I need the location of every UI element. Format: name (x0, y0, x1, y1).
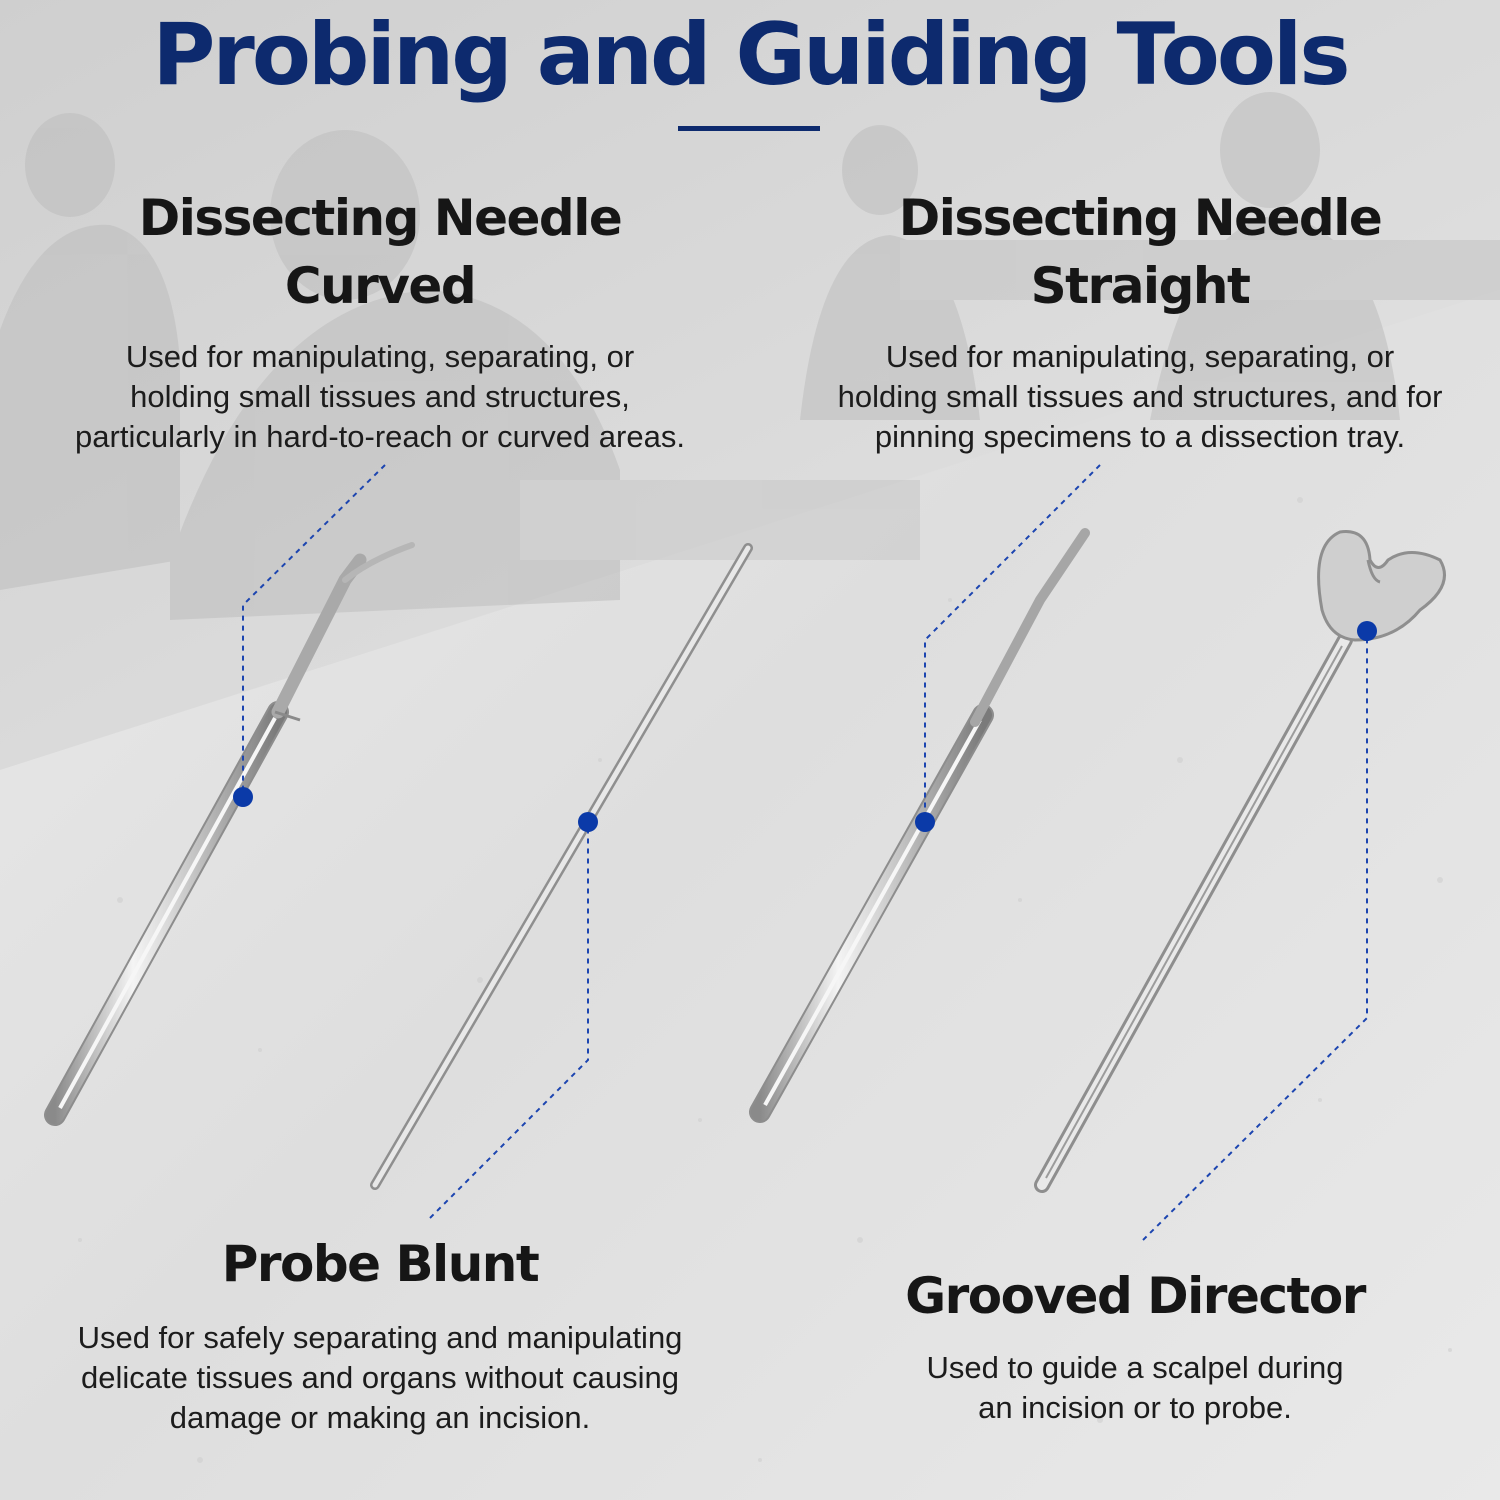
title-underline (678, 126, 820, 131)
curved-needle-heading: Dissecting Needle Curved (60, 184, 700, 320)
heading-line: Grooved Director (905, 1267, 1366, 1325)
lab-photo-figures (0, 92, 1500, 620)
grooved-director-tool (1034, 530, 1446, 1193)
description-line: Used to guide a scalpel during (926, 1350, 1344, 1385)
leader-dots (233, 621, 1377, 832)
description-line: damage or making an incision. (169, 1400, 591, 1435)
description-line: an incision or to probe. (978, 1390, 1292, 1425)
grooved-director-description: Used to guide a scalpel during an incisi… (835, 1348, 1435, 1428)
description-line: holding small tissues and structures, (130, 379, 630, 414)
grooved-director-heading: Grooved Director (835, 1262, 1435, 1330)
blunt-probe-tool (370, 543, 753, 1190)
description-line: pinning specimens to a dissection tray. (874, 419, 1406, 454)
curved-needle-description: Used for manipulating, separating, or ho… (20, 337, 740, 457)
curved-needle-tool (44, 542, 415, 1126)
heading-line: Dissecting Needle (138, 189, 623, 247)
heading-line: Dissecting Needle (898, 189, 1383, 247)
heading-line: Straight (1030, 257, 1251, 315)
description-line: delicate tissues and organs without caus… (81, 1360, 679, 1395)
heading-line: Probe Blunt (221, 1235, 540, 1293)
leader-lines (242, 464, 1368, 1241)
probe-blunt-heading: Probe Blunt (60, 1230, 700, 1298)
straight-needle-tool (749, 528, 1090, 1123)
probe-blunt-description: Used for safely separating and manipulat… (20, 1318, 740, 1438)
page-title: Probing and Guiding Tools (152, 5, 1350, 105)
heading-line: Curved (284, 257, 477, 315)
straight-needle-description: Used for manipulating, separating, or ho… (790, 337, 1490, 457)
description-line: Used for manipulating, separating, or (885, 339, 1395, 374)
description-line: Used for safely separating and manipulat… (77, 1320, 683, 1355)
description-line: particularly in hard-to-reach or curved … (75, 419, 685, 454)
description-line: Used for manipulating, separating, or (125, 339, 635, 374)
straight-needle-heading: Dissecting Needle Straight (820, 184, 1460, 320)
description-line: holding small tissues and structures, an… (837, 379, 1443, 414)
